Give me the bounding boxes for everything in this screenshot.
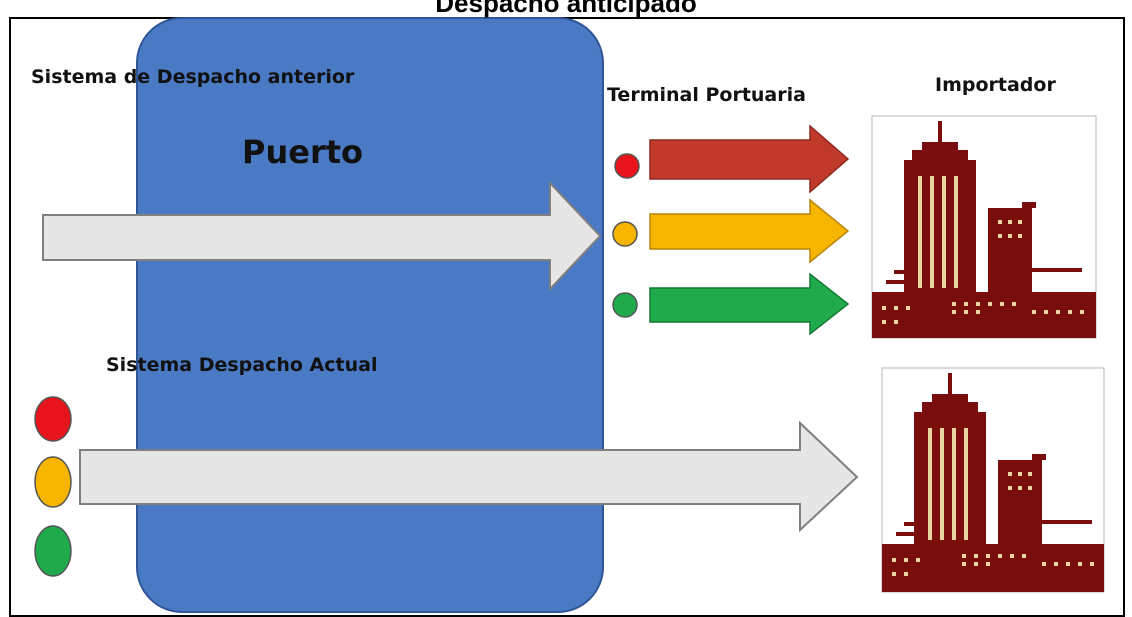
yellow-arrow bbox=[649, 198, 850, 264]
traffic-light-large-icon bbox=[34, 396, 72, 577]
flow-arrow-anterior bbox=[42, 180, 602, 292]
label-terminal-portuaria: Terminal Portuaria bbox=[607, 84, 806, 106]
building-icon bbox=[871, 115, 1097, 339]
yellow-light-icon bbox=[34, 456, 72, 508]
yellow-light-icon bbox=[612, 221, 638, 247]
red-light-icon bbox=[614, 153, 640, 179]
label-puerto: Puerto bbox=[242, 133, 363, 171]
diagram-title: Despacho anticipado bbox=[435, 0, 697, 18]
label-sistema-anterior: Sistema de Despacho anterior bbox=[31, 66, 355, 88]
port-area bbox=[136, 17, 604, 613]
building-icon bbox=[881, 367, 1105, 593]
red-light-icon bbox=[34, 396, 72, 442]
green-light-icon bbox=[34, 525, 72, 577]
flow-arrow-actual bbox=[79, 420, 859, 533]
green-arrow bbox=[649, 272, 850, 336]
red-arrow bbox=[649, 124, 850, 194]
traffic-light-small-icon bbox=[612, 153, 640, 318]
green-light-icon bbox=[612, 292, 638, 318]
label-importador: Importador bbox=[935, 74, 1056, 96]
label-sistema-actual: Sistema Despacho Actual bbox=[106, 354, 378, 376]
